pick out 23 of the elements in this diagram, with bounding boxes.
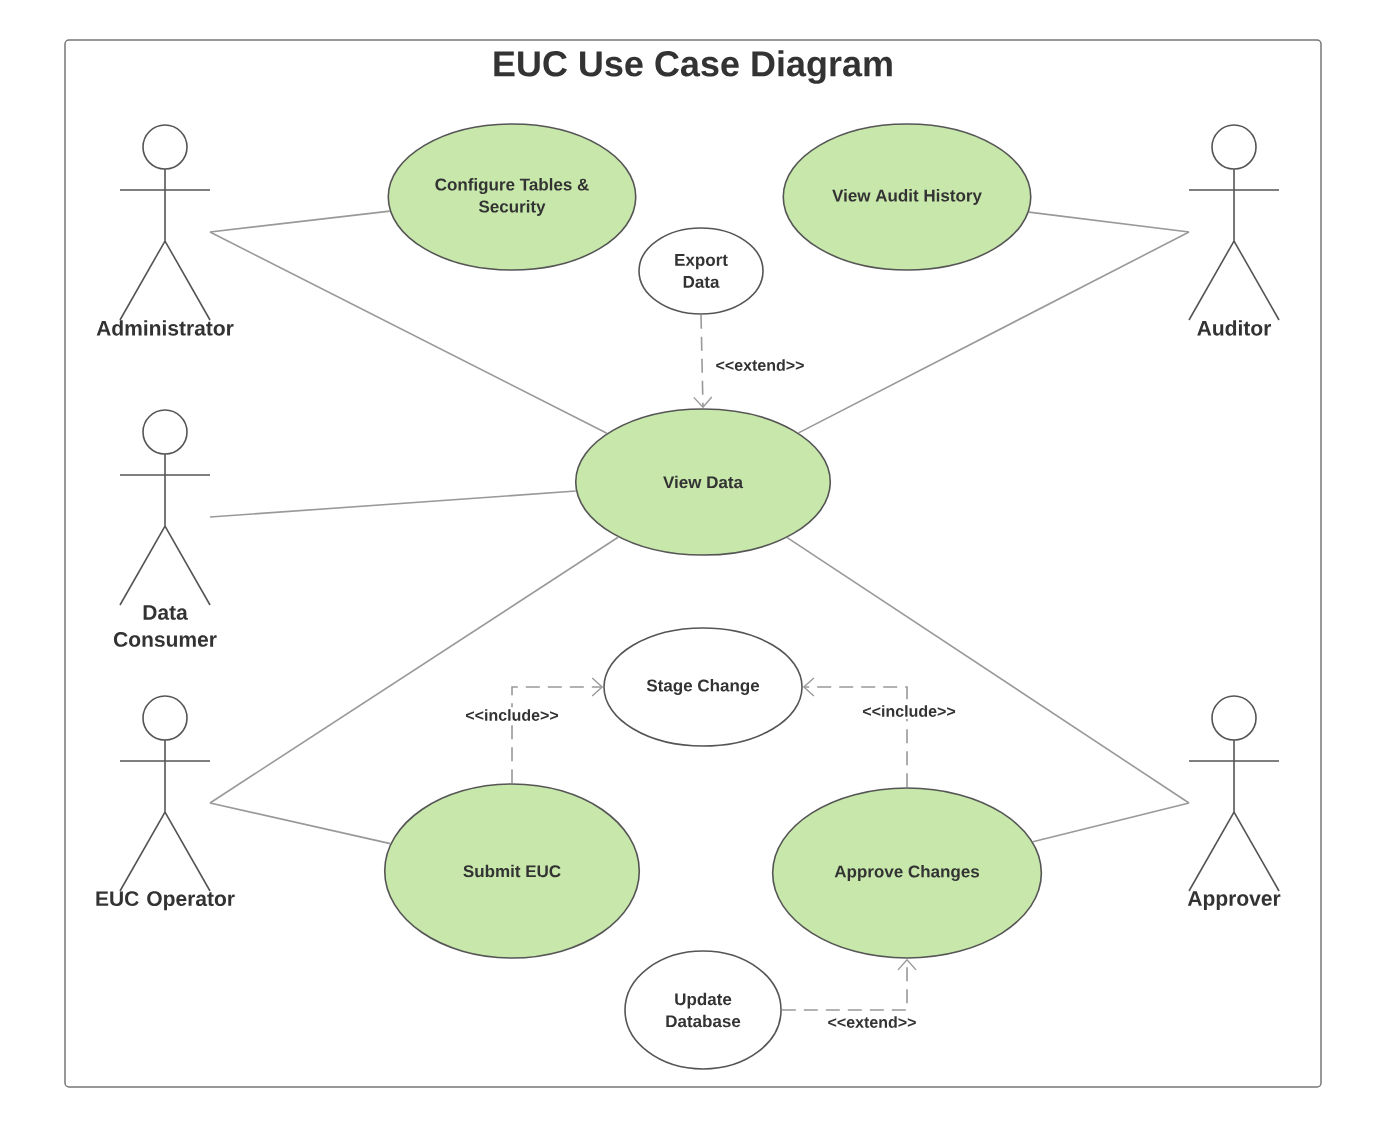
association-line [209,231,608,435]
dependency-arrow [781,958,917,1011]
dependency-arrow [693,314,713,409]
association-line [209,536,619,804]
title: EUC Use Case Diagram [494,50,892,84]
association-line [209,490,577,518]
association-line [1028,211,1190,233]
actor-label: Data Consumer [113,605,217,647]
edge-label: <<extend>> [713,357,807,373]
dependency-arrow [511,677,604,784]
association-line [209,210,391,233]
dependency-arrow [802,677,908,788]
association-line [209,802,392,845]
edge-label: <<include>> [860,703,958,719]
edge-label: <<include>> [463,707,561,723]
actor-label: Approver [1187,891,1281,910]
actor-label: Auditor [1197,320,1272,336]
actor-label: EUC Operator [96,891,235,911]
association-line [1032,802,1190,843]
actor-label: Administrator [96,320,234,336]
association-line [797,231,1190,434]
association-line [786,536,1190,804]
edge-label: <<extend>> [825,1014,919,1030]
